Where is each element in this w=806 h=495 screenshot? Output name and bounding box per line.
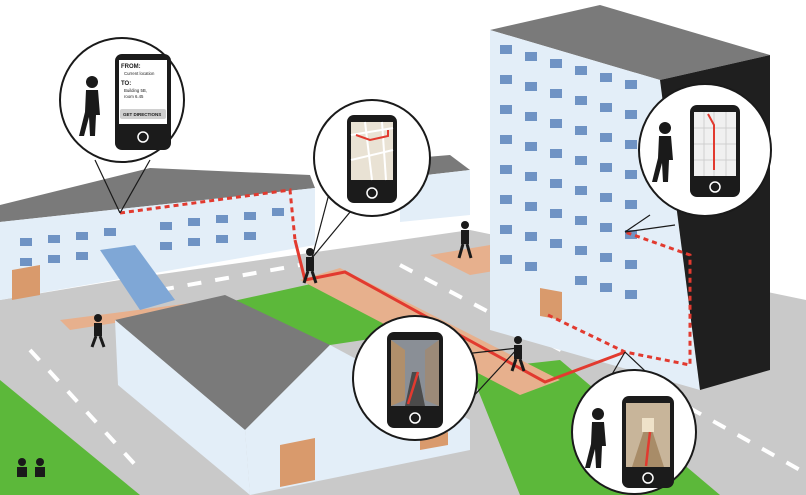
get-directions-label: GET DIRECTIONS: [123, 112, 161, 117]
grass-bottom-left: [0, 380, 140, 495]
pedestrian-icons: [17, 221, 526, 477]
navigation-route: [119, 188, 692, 384]
front-building-left-wall: [115, 320, 250, 495]
floor-plan-route: [707, 113, 715, 170]
front-building-roof: [115, 295, 330, 430]
map-route-line: [355, 130, 389, 142]
street-view-route: [406, 371, 420, 405]
tower-roof: [490, 5, 770, 80]
phone-home-button: [409, 412, 421, 424]
callout-directions-form: FROM: Current location TO: Building 5B, …: [59, 37, 185, 163]
get-directions-button: [120, 109, 166, 119]
walking-person-icon: [510, 336, 526, 372]
tower-windows: [500, 45, 637, 299]
phone-home-button: [642, 472, 654, 484]
walking-person-icon: [90, 314, 106, 348]
callout-indoor-corridor: [571, 369, 697, 495]
route-indoor-tower: [547, 230, 692, 367]
from-label: FROM:: [121, 64, 141, 70]
street-view-building-right: [425, 340, 439, 406]
corridor-end: [642, 418, 654, 432]
to-value-line-1: Building 5B,: [124, 88, 147, 93]
front-building: [115, 295, 470, 495]
left-building: [0, 168, 315, 310]
reading-person-icon: [457, 221, 473, 259]
route-outdoor: [293, 239, 626, 384]
phone-home-button: [137, 131, 149, 143]
phone-device: [115, 54, 171, 150]
sitting-people-icon: [17, 458, 45, 477]
callout-indoor-floor-plan: [638, 83, 772, 217]
to-value-line-2: room 6.45: [124, 94, 144, 99]
front-building-entrance: [280, 438, 315, 487]
to-label: TO:: [121, 81, 131, 87]
from-value: Current location: [124, 71, 155, 76]
route-indoor-left: [119, 188, 297, 241]
walking-person-icon: [302, 248, 318, 284]
tower-entrance: [540, 288, 562, 320]
phone-home-button: [366, 187, 378, 199]
left-building-facade: [0, 188, 315, 300]
left-building-bridge: [100, 245, 175, 310]
left-building-windows: [20, 208, 284, 266]
walking-person-icon: [652, 122, 673, 182]
callout-outdoor-map: [313, 99, 431, 217]
street-view-building-left: [391, 340, 405, 406]
walking-person-icon: [79, 76, 100, 136]
left-building-entrance: [12, 265, 40, 300]
phone-home-button: [709, 181, 721, 193]
corridor-route: [644, 431, 652, 467]
callout-street-view: [352, 315, 478, 441]
walking-person-icon: [585, 408, 606, 468]
map-streets: [350, 121, 394, 181]
left-building-roof: [0, 168, 315, 222]
